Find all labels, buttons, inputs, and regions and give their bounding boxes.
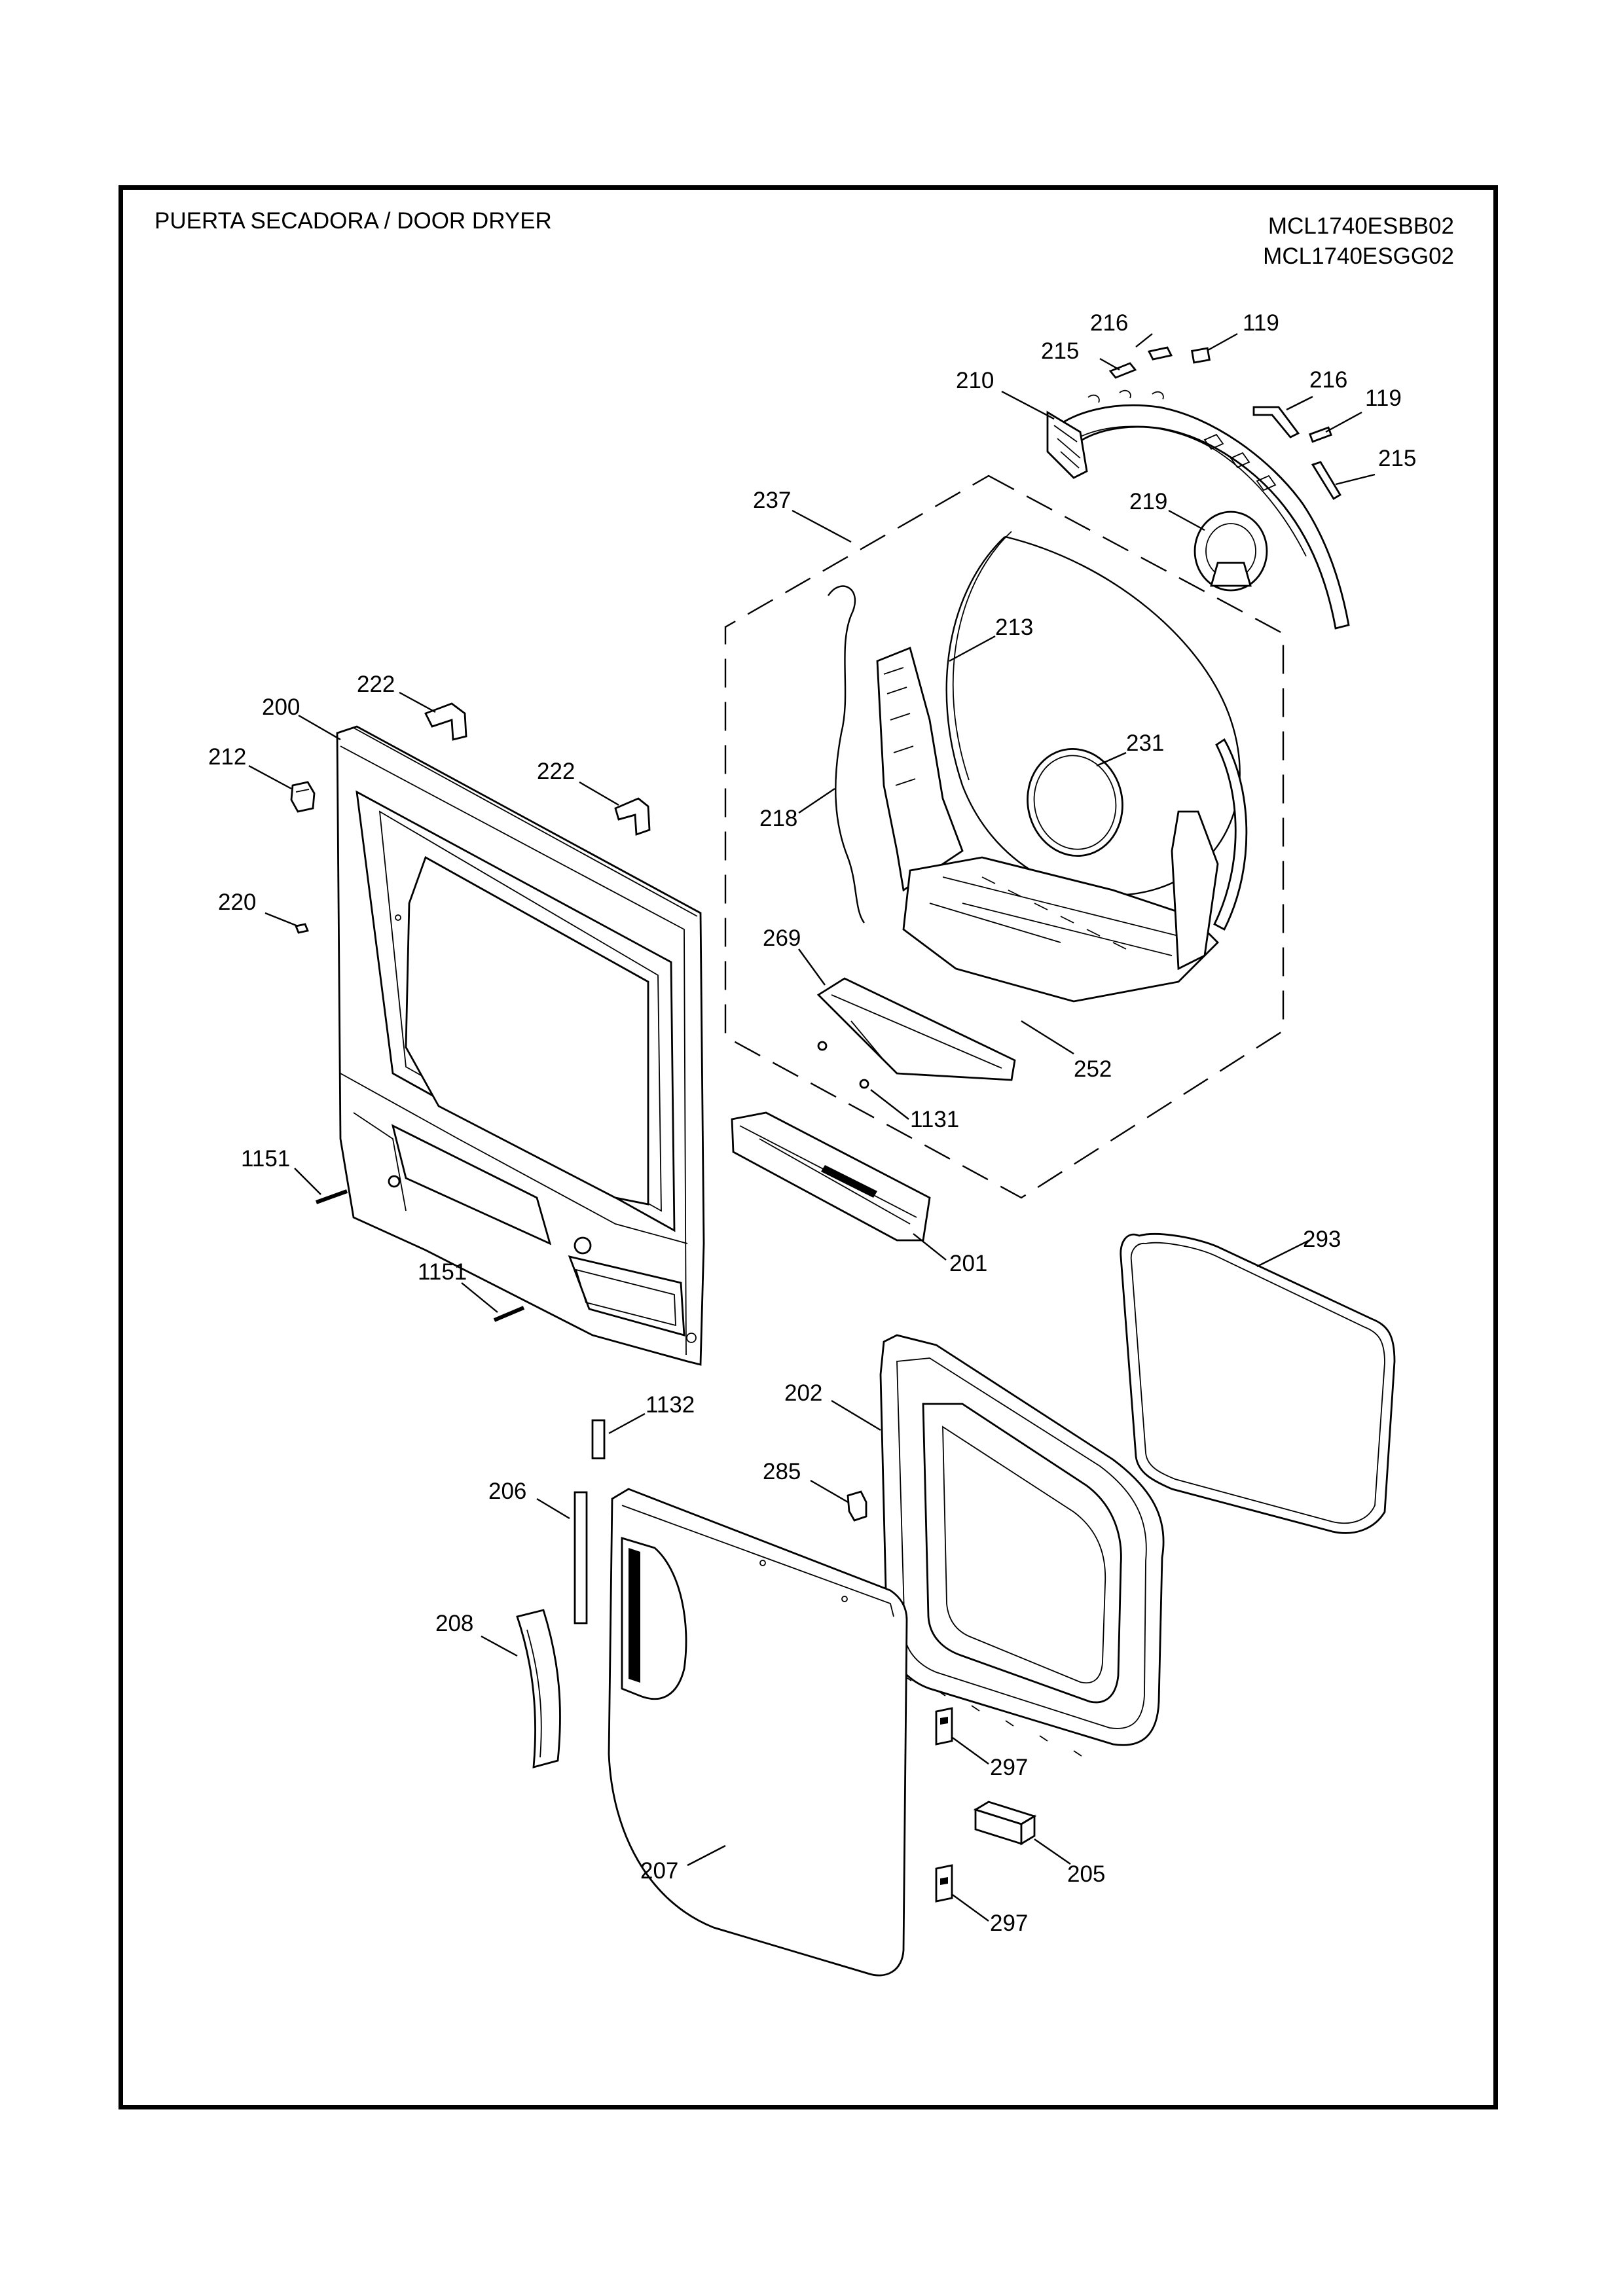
diagram-frame <box>119 185 1498 2109</box>
part-1151-screw-1 <box>315 1189 348 1204</box>
callout-212: 212 <box>208 744 246 770</box>
callout-297: 297 <box>990 1755 1028 1780</box>
callout-222: 222 <box>357 672 395 697</box>
callout-252: 252 <box>1074 1056 1112 1082</box>
callout-216: 216 <box>1090 310 1128 336</box>
part-297-hinge-lower <box>935 1864 953 1903</box>
part-201-lint-trap <box>731 1111 931 1242</box>
part-119-block-right <box>1309 426 1332 443</box>
part-231-ring <box>1027 748 1123 857</box>
callout-216: 216 <box>1309 367 1347 393</box>
callout-1132: 1132 <box>646 1392 695 1418</box>
callout-1151: 1151 <box>241 1146 290 1172</box>
part-216-clip-right <box>1252 406 1300 439</box>
callout-285: 285 <box>763 1459 801 1484</box>
part-206-rod <box>574 1491 588 1624</box>
part-216-clip-top <box>1147 346 1173 361</box>
callout-218: 218 <box>759 806 797 831</box>
part-220-clip <box>295 923 309 934</box>
callout-213: 213 <box>995 615 1033 640</box>
callout-269: 269 <box>763 925 801 951</box>
part-285-catch <box>847 1490 867 1522</box>
callout-208: 208 <box>435 1611 473 1636</box>
callout-1131: 1131 <box>910 1107 959 1132</box>
part-218-wire <box>828 585 865 924</box>
callout-202: 202 <box>784 1380 822 1406</box>
part-222-bracket-right <box>614 797 651 836</box>
callout-215: 215 <box>1041 338 1079 364</box>
callout-201: 201 <box>949 1251 987 1276</box>
part-208-handle <box>516 1609 561 1768</box>
callout-237: 237 <box>753 488 791 513</box>
model-number-1: MCL1740ESBB02 <box>1267 213 1454 239</box>
dashed-assembly-boundary <box>724 475 1285 1199</box>
part-212-switch <box>290 781 316 813</box>
callout-231: 231 <box>1126 730 1164 756</box>
callout-200: 200 <box>262 694 300 720</box>
part-215-clip-top <box>1108 362 1137 379</box>
callout-210: 210 <box>956 368 994 393</box>
model-number-2: MCL1740ESGG02 <box>1263 243 1454 269</box>
part-1131-screw <box>817 1041 869 1089</box>
leader-lines <box>248 332 1376 1922</box>
callout-119: 119 <box>1243 310 1279 336</box>
callout-labels: 216 119 215 210 216 119 215 237 219 213 … <box>208 310 1416 1936</box>
part-207-outer-door <box>608 1488 908 1977</box>
part-222-bracket-left <box>424 702 467 741</box>
part-119-block-top <box>1190 347 1211 364</box>
callout-215: 215 <box>1378 446 1416 471</box>
part-200-front-panel <box>336 725 705 1366</box>
part-210-front-panel-seal <box>1046 389 1350 630</box>
part-213-drum-seal <box>945 531 1241 896</box>
part-269-filter-duct <box>816 977 1016 1081</box>
callout-220: 220 <box>218 889 256 915</box>
part-219-ring <box>1194 511 1268 592</box>
callout-222: 222 <box>537 759 575 784</box>
callout-205: 205 <box>1067 1861 1105 1887</box>
part-1132-strip <box>591 1419 606 1460</box>
part-297-hinge-upper <box>935 1707 953 1746</box>
part-202-door-inner-frame <box>879 1334 1165 1757</box>
part-205-block <box>973 1801 1037 1846</box>
callout-297: 297 <box>990 1910 1028 1936</box>
callout-119: 119 <box>1365 386 1402 411</box>
part-1151-screw-2 <box>493 1306 525 1322</box>
diagram-title: PUERTA SECADORA / DOOR DRYER <box>155 208 552 234</box>
part-front-bulkhead <box>876 647 1248 1003</box>
part-293-door-gasket <box>1120 1233 1396 1534</box>
callout-1151: 1151 <box>418 1259 467 1285</box>
callout-207: 207 <box>640 1858 678 1884</box>
callout-206: 206 <box>488 1479 526 1504</box>
part-215-clip-right <box>1311 461 1341 500</box>
callout-293: 293 <box>1303 1227 1341 1252</box>
callout-219: 219 <box>1129 489 1167 514</box>
